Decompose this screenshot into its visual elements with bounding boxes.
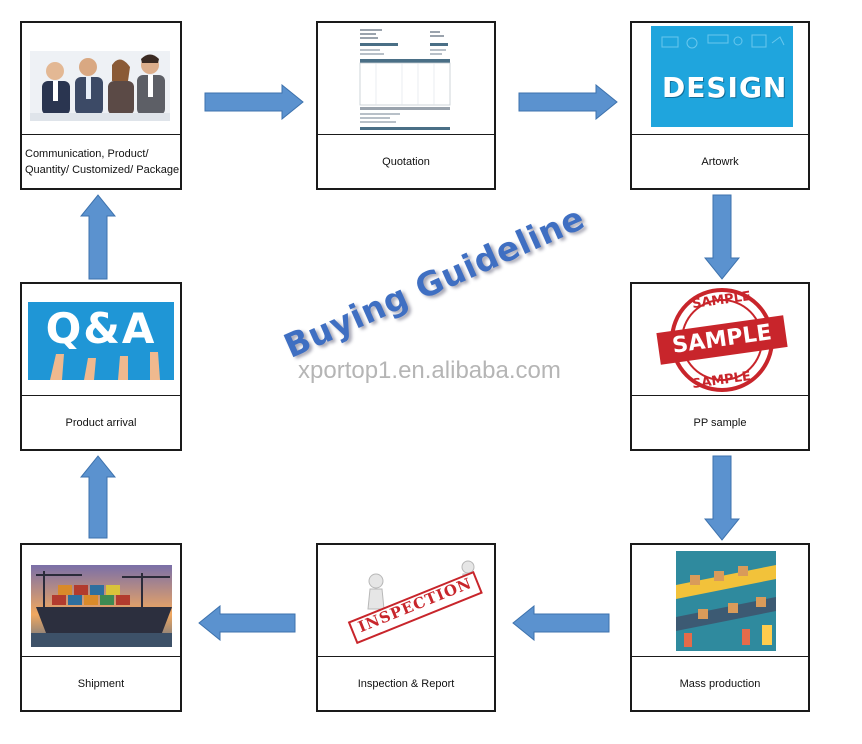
design-word: DESIGN [662,71,788,104]
step-pp-sample: SAMPLE SAMPLE SAMPLE PP sample [630,282,810,451]
inspection-image: INSPECTION [318,545,494,657]
qa-image: Q&A [22,284,180,396]
step-product-arrival: Q&A Product arrival [20,282,182,451]
factory-image [632,545,808,657]
step-quotation: Quotation [316,21,496,190]
caption-artwork: Artowrk [701,155,739,168]
step-communication: Communication, Product/ Quantity/ Custom… [20,21,182,190]
design-image: DESIGN [632,23,808,135]
arrow-product-arrival-to-communication [80,194,116,280]
arrow-inspection-to-shipment [198,605,296,641]
step-inspection: INSPECTION Inspection & Report [316,543,496,712]
caption-pp-sample: PP sample [693,416,747,429]
arrow-shipment-to-product-arrival [80,455,116,539]
arrow-pp-sample-to-mass-production [704,455,740,541]
caption-inspection: Inspection & Report [357,677,455,690]
arrow-quotation-to-artwork [518,84,618,120]
caption-mass-production: Mass production [679,677,761,690]
diagram-title: Buying Guideline [278,198,591,366]
caption-product-arrival: Product arrival [65,416,137,429]
business-meeting-image [22,23,180,135]
arrow-mass-production-to-inspection [512,605,610,641]
caption-quotation: Quotation [382,155,430,168]
cargo-ship-image [22,545,180,657]
quotation-document-image [318,23,494,135]
step-artwork: DESIGN Artowrk [630,21,810,190]
step-mass-production: Mass production [630,543,810,712]
arrow-communication-to-quotation [204,84,304,120]
qa-text: Q&A [45,304,157,353]
caption-shipment: Shipment [77,677,125,690]
watermark-text: xportop1.en.alibaba.com [298,357,561,384]
sample-stamp-image: SAMPLE SAMPLE SAMPLE [632,284,808,396]
step-shipment: Shipment [20,543,182,712]
arrow-artwork-to-pp-sample [704,194,740,280]
caption-communication: Communication, Product/ Quantity/ Custom… [25,147,180,176]
